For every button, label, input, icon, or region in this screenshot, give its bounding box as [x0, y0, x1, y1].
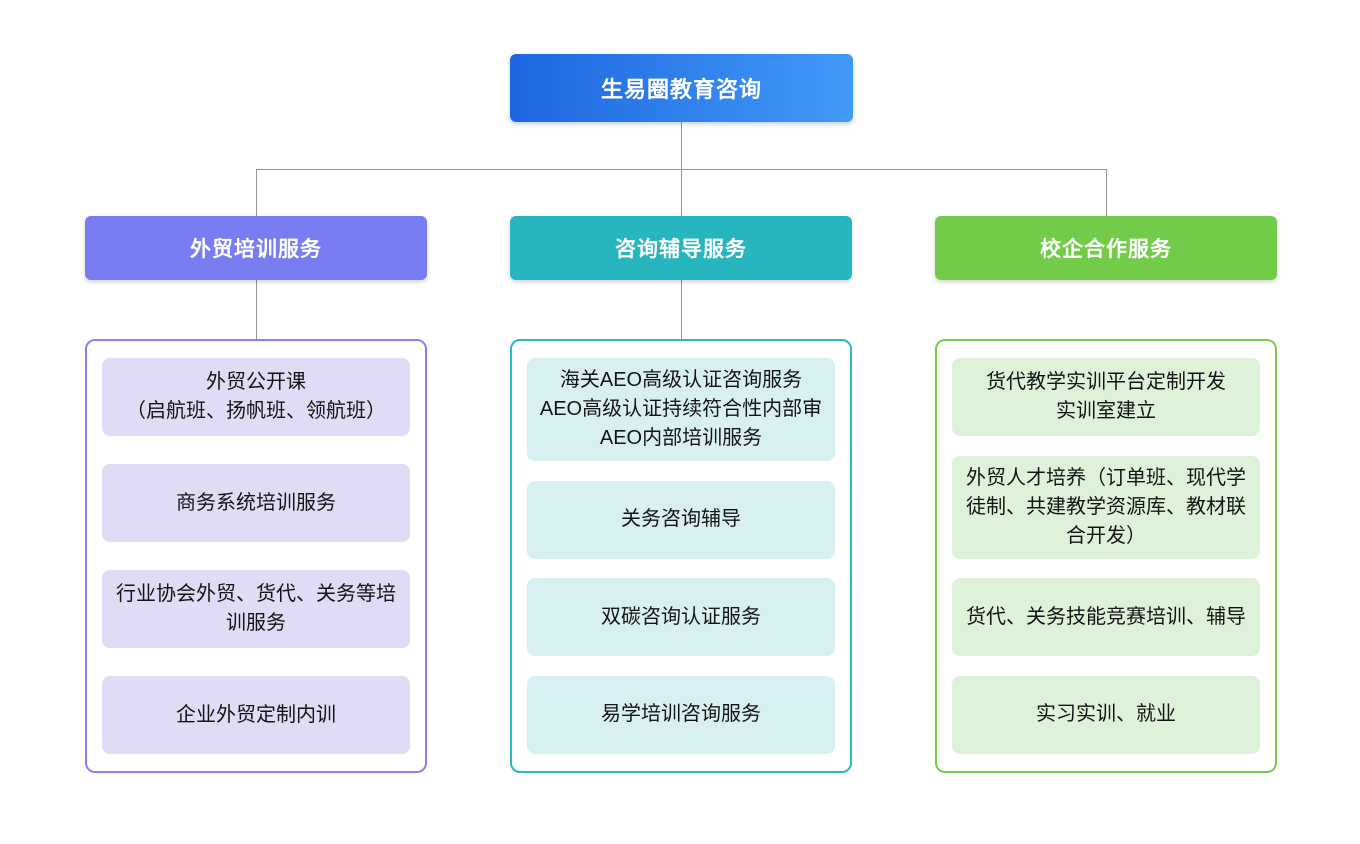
branch-header-label: 咨询辅导服务: [615, 238, 747, 261]
root-node: 生易圈教育咨询: [510, 54, 853, 122]
branch-header-foreign-trade-training: 外贸培训服务: [85, 216, 427, 280]
branch-consulting-coaching: 咨询辅导服务 海关AEO高级认证咨询服务 AEO高级认证持续符合性内部审 AEO…: [510, 216, 852, 773]
branch-list-foreign-trade-training: 外贸公开课 （启航班、扬帆班、领航班） 商务系统培训服务 行业协会外贸、货代、关…: [85, 339, 427, 773]
root-node-label: 生易圈教育咨询: [600, 77, 762, 102]
branch-item: 货代教学实训平台定制开发 实训室建立: [952, 358, 1260, 436]
branch-header-school-enterprise-cooperation: 校企合作服务: [935, 216, 1277, 280]
branch-foreign-trade-training: 外贸培训服务 外贸公开课 （启航班、扬帆班、领航班） 商务系统培训服务 行业协会…: [85, 216, 427, 773]
branch-list-consulting-coaching: 海关AEO高级认证咨询服务 AEO高级认证持续符合性内部审 AEO内部培训服务 …: [510, 339, 852, 773]
branch-item: 货代、关务技能竞赛培训、辅导: [952, 578, 1260, 657]
branch-header-label: 校企合作服务: [1040, 238, 1172, 261]
branch-item: 外贸公开课 （启航班、扬帆班、领航班）: [102, 358, 410, 436]
branch-school-enterprise-cooperation: 校企合作服务 货代教学实训平台定制开发 实训室建立 外贸人才培养（订单班、现代学…: [935, 216, 1277, 773]
branch-item: 行业协会外贸、货代、关务等培训服务: [102, 570, 410, 648]
branch-item: 双碳咨询认证服务: [527, 578, 835, 657]
branch-header-consulting-coaching: 咨询辅导服务: [510, 216, 852, 280]
branch-list-school-enterprise-cooperation: 货代教学实训平台定制开发 实训室建立 外贸人才培养（订单班、现代学徒制、共建教学…: [935, 339, 1277, 773]
branch-item: 海关AEO高级认证咨询服务 AEO高级认证持续符合性内部审 AEO内部培训服务: [527, 358, 835, 461]
branch-item: 实习实训、就业: [952, 675, 1260, 754]
branch-item: 商务系统培训服务: [102, 464, 410, 542]
branch-item: 企业外贸定制内训: [102, 676, 410, 754]
branch-item: 外贸人才培养（订单班、现代学徒制、共建教学资源库、教材联合开发）: [952, 455, 1260, 559]
branch-item: 关务咨询辅导: [527, 480, 835, 559]
branch-header-label: 外贸培训服务: [190, 238, 322, 261]
branch-item: 易学培训咨询服务: [527, 675, 835, 754]
